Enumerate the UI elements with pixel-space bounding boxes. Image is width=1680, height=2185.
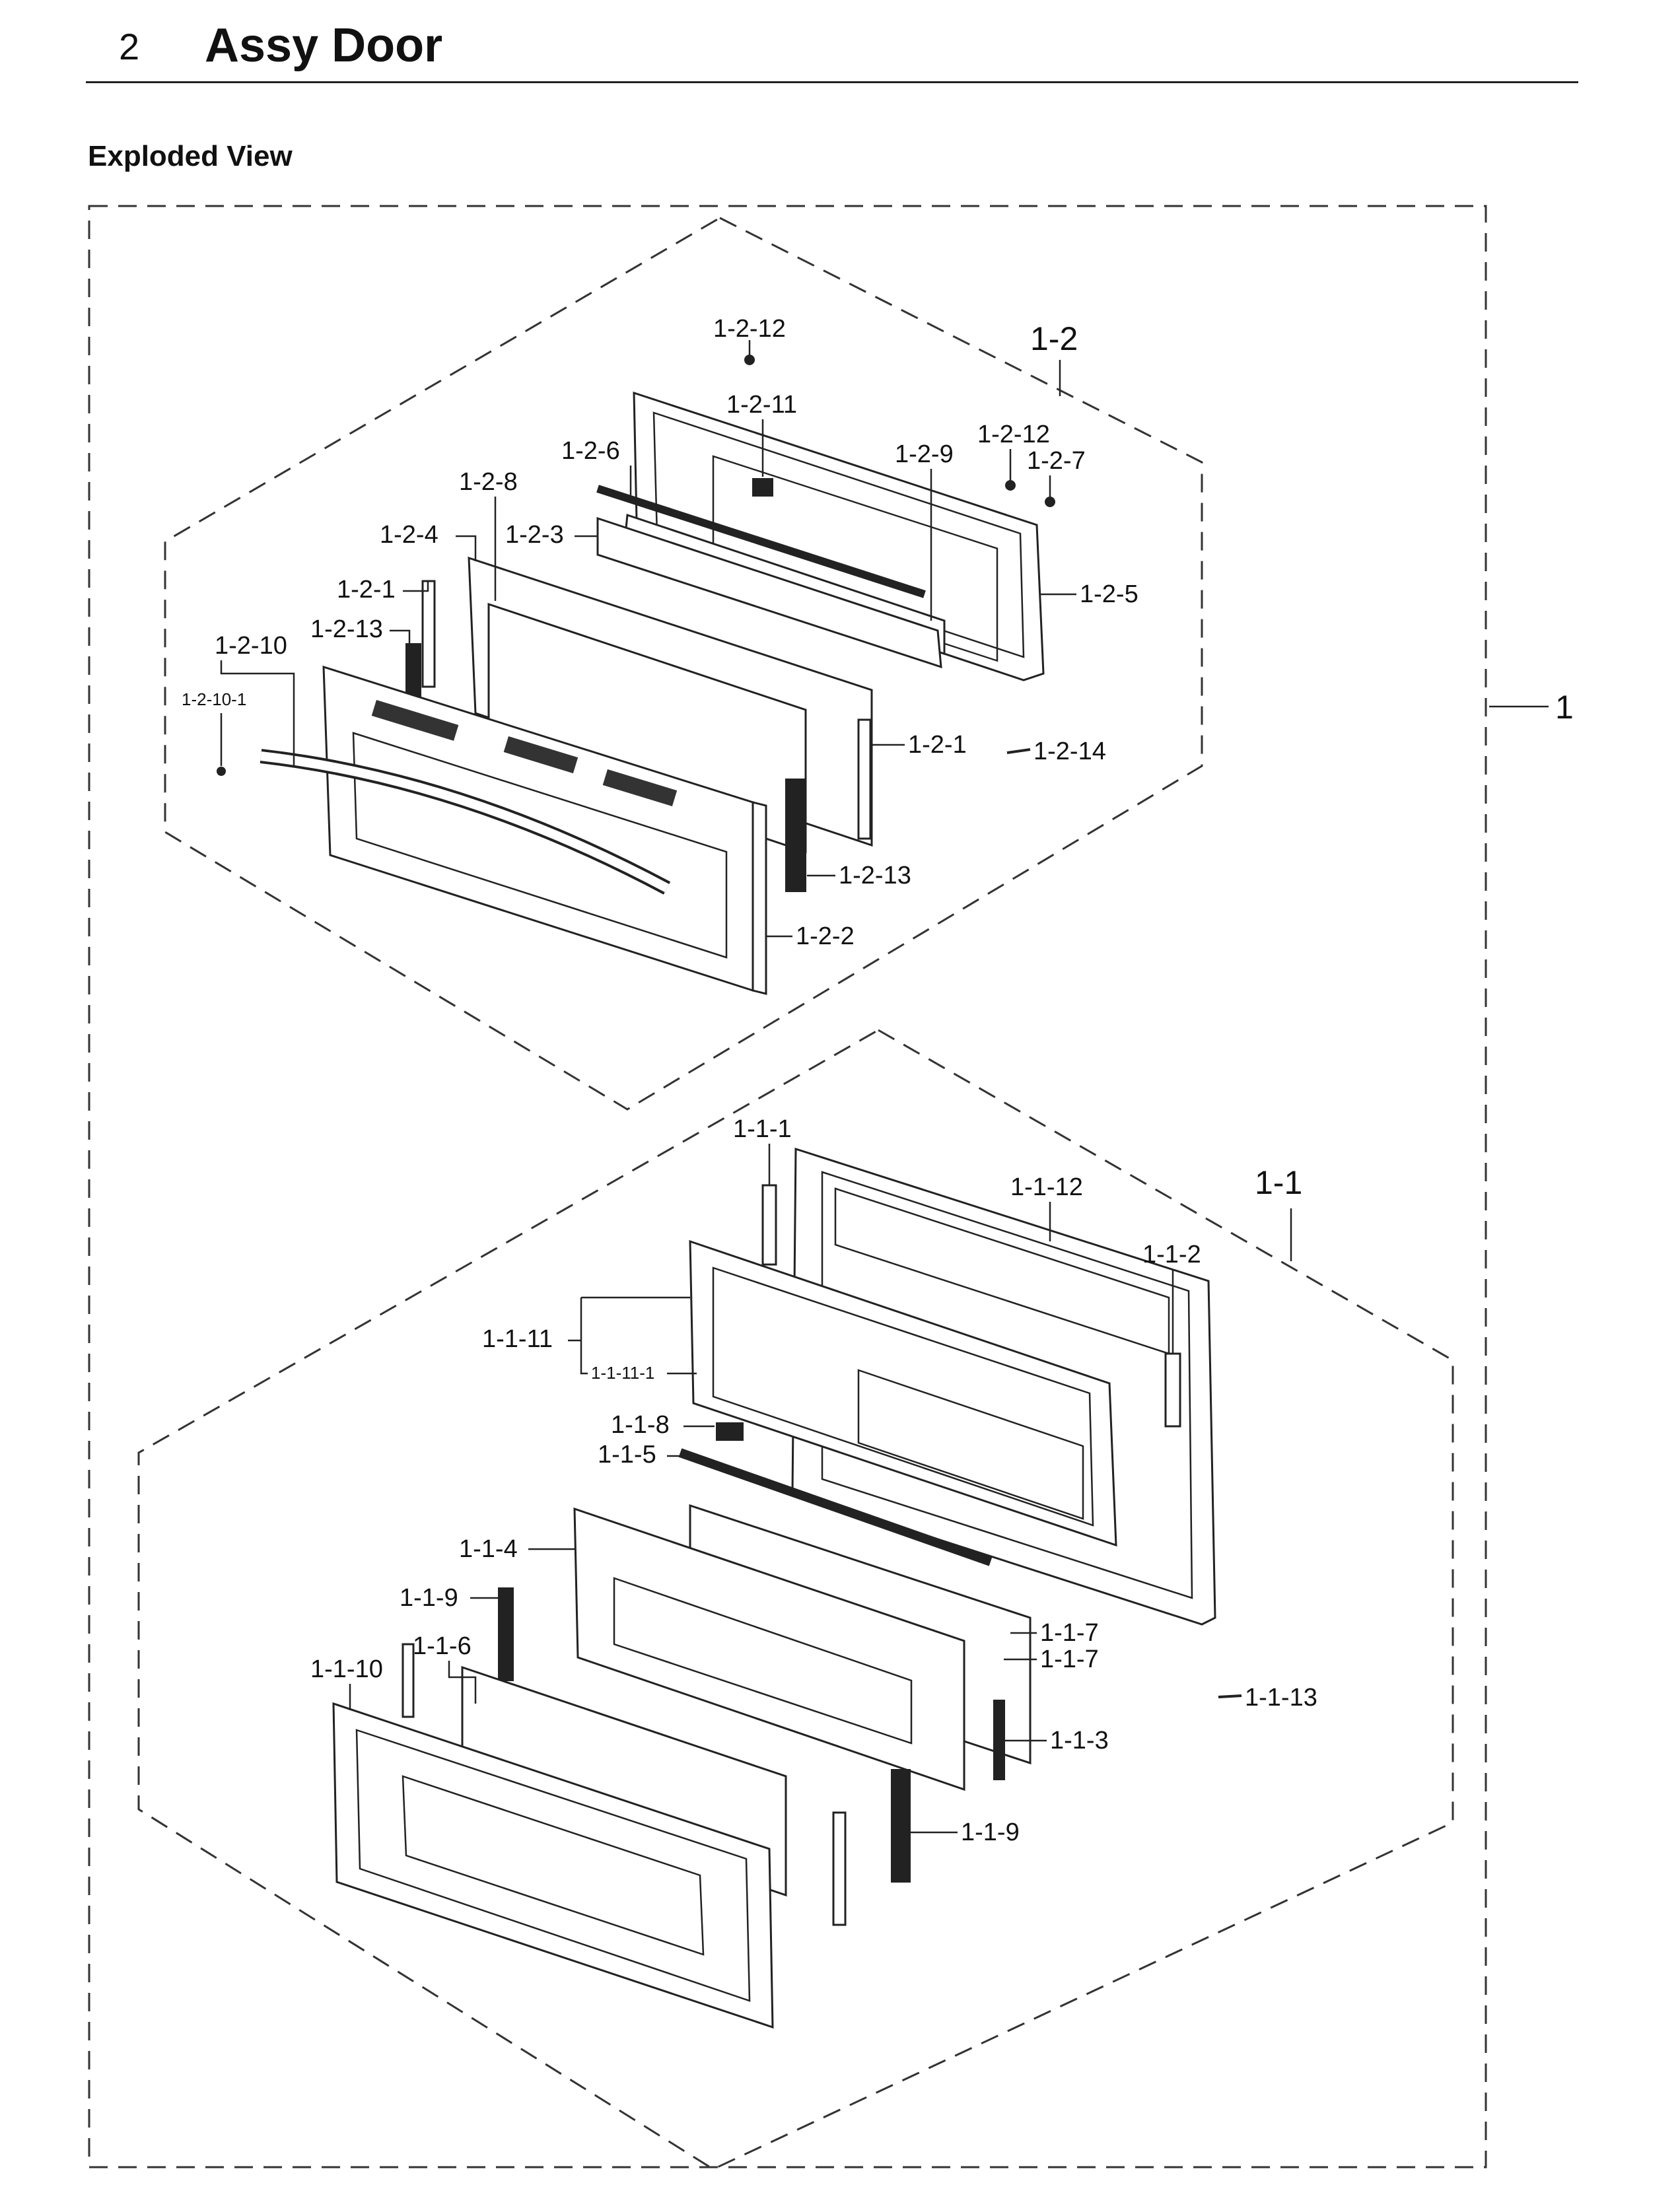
label-1-1-1: 1-1-1 (733, 1115, 792, 1143)
label-1-1-7-a: 1-1-7 (1040, 1619, 1099, 1647)
label-1-1-9-right: 1-1-9 (961, 1819, 1020, 1846)
part-1-2-1-bracket-right (857, 718, 872, 840)
part-1-1-side-strip (832, 1811, 847, 1926)
label-1-2-8: 1-2-8 (459, 468, 518, 496)
label-1-2-10: 1-2-10 (215, 632, 287, 660)
part-1-1-3-bracket (993, 1700, 1005, 1780)
part-1-2-1-bracket-left (421, 580, 436, 688)
section-title: Assy Door (205, 19, 443, 72)
label-1-1-12: 1-1-12 (1010, 1173, 1083, 1201)
assembly-1-2-label: 1-2 (1030, 320, 1078, 357)
label-1-2-12-top: 1-2-12 (713, 315, 786, 343)
label-1-1-11: 1-1-11 (482, 1325, 553, 1353)
exploded-view-heading: Exploded View (88, 140, 293, 172)
label-1-2-2: 1-2-2 (796, 922, 855, 950)
label-1-2-1-left: 1-2-1 (337, 576, 396, 604)
leader-1-2-13-left (390, 629, 411, 644)
part-1-1-11-inner-frame (689, 1239, 1117, 1547)
label-1-2-12-right: 1-2-12 (977, 421, 1050, 448)
assembly-1-label: 1 (1555, 689, 1574, 726)
part-1-2-7-screw (1045, 497, 1055, 507)
label-1-2-4: 1-2-4 (380, 521, 438, 549)
label-1-2-5: 1-2-5 (1080, 580, 1138, 608)
label-1-2-11: 1-2-11 (726, 391, 797, 419)
label-1-1-7-b: 1-1-7 (1040, 1646, 1099, 1673)
label-1-2-7: 1-2-7 (1027, 447, 1086, 475)
label-1-1-2: 1-1-2 (1142, 1241, 1201, 1268)
assembly-1-1-outline (137, 1029, 1454, 2170)
leader-1-2-1-left (403, 581, 429, 592)
leader-1-2-4 (456, 535, 477, 561)
part-1-1-13-pin (1218, 1694, 1242, 1698)
label-1-2-13-left: 1-2-13 (310, 615, 383, 643)
part-1-2-11-latch (752, 478, 773, 497)
label-1-1-10: 1-1-10 (310, 1655, 383, 1683)
part-1-1-1-hinge (761, 1184, 777, 1266)
page-header: 2 Assy Door (86, 18, 1578, 83)
part-1-2-12-screw-top (744, 355, 755, 365)
label-1-2-13-right: 1-2-13 (839, 862, 911, 889)
part-1-2-14-pin (1006, 748, 1031, 754)
label-1-2-6: 1-2-6 (561, 437, 620, 465)
part-1-2-10-1-cap (217, 767, 226, 776)
leader-1-1-11 (580, 1298, 588, 1375)
label-1-2-3: 1-2-3 (505, 521, 564, 549)
label-1-2-1-right: 1-2-1 (908, 731, 967, 759)
label-1-1-6: 1-1-6 (413, 1632, 472, 1660)
label-1-1-4: 1-1-4 (459, 1535, 518, 1563)
part-1-1-9-hinge-right (891, 1769, 911, 1883)
part-1-1-2-hinge (1164, 1352, 1181, 1428)
label-1-1-5: 1-1-5 (598, 1441, 656, 1469)
part-1-2-10-handle-inner (260, 751, 670, 893)
label-1-2-14: 1-2-14 (1033, 738, 1106, 765)
part-1-1-8-bracket (716, 1422, 744, 1441)
label-1-1-3: 1-1-3 (1050, 1727, 1109, 1754)
leader-1-1-6 (448, 1661, 477, 1704)
label-1-2-10-1: 1-2-10-1 (182, 689, 246, 709)
label-1-1-11-1: 1-1-11-1 (591, 1363, 654, 1383)
label-1-1-13: 1-1-13 (1245, 1684, 1317, 1712)
label-1-1-8: 1-1-8 (611, 1411, 670, 1439)
part-1-2-13-hinge-right (785, 779, 806, 892)
assembly-1-2-outline (164, 217, 1203, 1111)
leader-1-2-10 (220, 660, 295, 766)
part-1-1-5-seal (678, 1448, 993, 1566)
part-1-1-4-plate (573, 1507, 965, 1791)
part-1-2-3-glass (596, 516, 942, 669)
assembly-1-frame (88, 205, 1487, 2168)
part-1-2-6-seal (596, 485, 926, 598)
assembly-1-1-label: 1-1 (1255, 1164, 1302, 1201)
part-1-2-12-screw-right (1005, 480, 1016, 491)
part-1-1-9-hinge-left (498, 1587, 514, 1681)
label-1-1-9-left: 1-1-9 (400, 1584, 458, 1612)
label-1-2-9: 1-2-9 (895, 440, 954, 468)
section-number: 2 (119, 26, 140, 67)
part-1-1-left-strip (402, 1643, 415, 1718)
part-1-1-10-outer-door (332, 1702, 774, 2029)
